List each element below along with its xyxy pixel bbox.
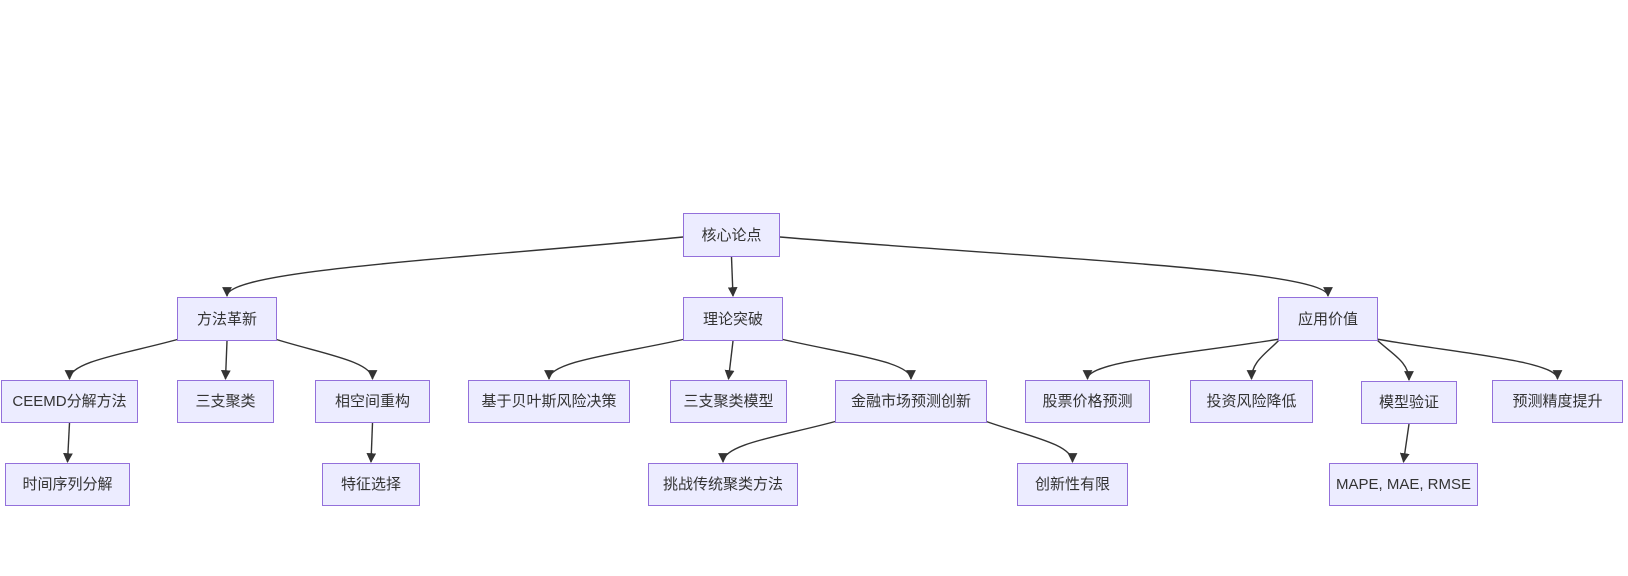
node-bayes: 基于贝叶斯风险决策 [468, 380, 630, 423]
node-feature: 特征选择 [322, 463, 420, 506]
edge-method-ceemd [64, 338, 180, 380]
edge-method-phase [274, 338, 378, 380]
node-finnov: 金融市场预测创新 [835, 380, 987, 423]
edge-value-precision [1375, 338, 1563, 380]
edge-theory-twcmodel [724, 340, 735, 380]
edge-finnov-challenge [718, 420, 838, 463]
edge-core-theory [727, 256, 738, 297]
node-tsdecomp: 时间序列分解 [5, 463, 130, 506]
node-theory: 理论突破 [683, 297, 783, 341]
edge-method-threeway [220, 340, 231, 380]
node-method: 方法革新 [177, 297, 277, 341]
node-metrics: MAPE, MAE, RMSE [1329, 463, 1478, 506]
node-ceemd: CEEMD分解方法 [1, 380, 138, 423]
edge-value-validate [1375, 338, 1414, 381]
edge-theory-finnov [780, 338, 916, 380]
node-risk: 投资风险降低 [1190, 380, 1313, 423]
edge-phase-feature [366, 422, 377, 463]
edge-ceemd-tsdecomp [63, 422, 73, 463]
node-twcmodel: 三支聚类模型 [670, 380, 787, 423]
node-threeway: 三支聚类 [177, 380, 274, 423]
edge-core-value [779, 236, 1333, 297]
node-challenge: 挑战传统聚类方法 [648, 463, 798, 506]
edge-validate-metrics [1399, 423, 1410, 463]
edge-theory-bayes [544, 338, 686, 380]
edge-core-method [222, 236, 684, 297]
node-value: 应用价值 [1278, 297, 1378, 341]
node-stock: 股票价格预测 [1025, 380, 1150, 423]
node-precision: 预测精度提升 [1492, 380, 1623, 423]
edge-value-stock [1082, 338, 1281, 380]
edge-value-risk [1246, 338, 1281, 380]
node-phase: 相空间重构 [315, 380, 430, 423]
node-limited: 创新性有限 [1017, 463, 1128, 506]
edge-finnov-limited [984, 420, 1078, 463]
node-validate: 模型验证 [1361, 381, 1457, 424]
node-core: 核心论点 [683, 213, 780, 257]
